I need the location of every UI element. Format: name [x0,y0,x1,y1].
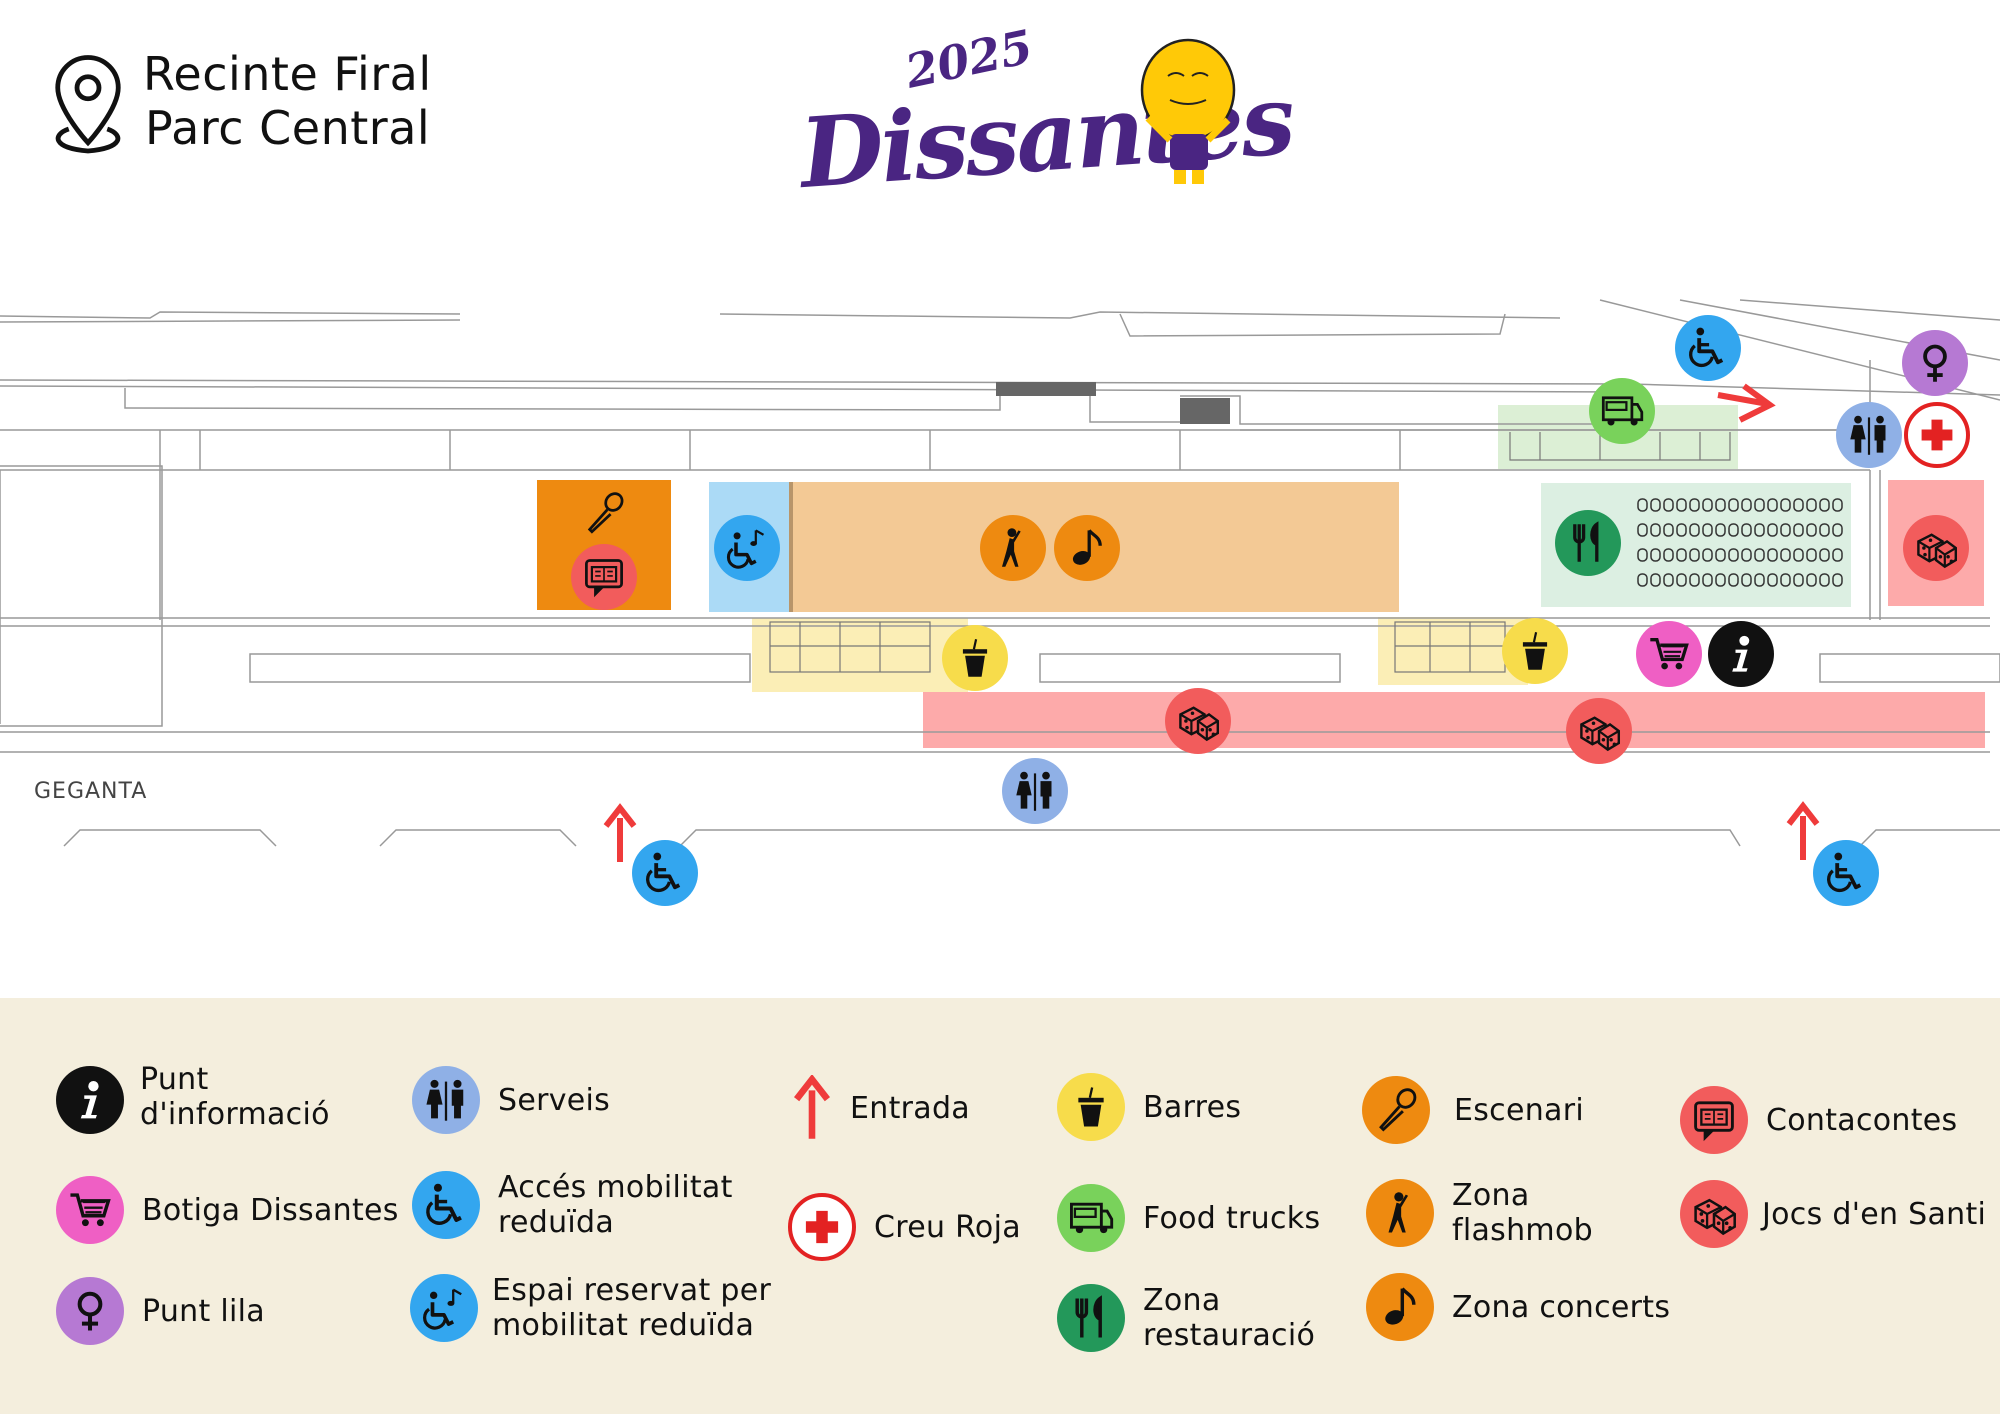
legend-stage: Escenari [1362,1076,1584,1144]
legend-label: Zona [1143,1283,1221,1318]
legend-label: Zona concerts [1452,1289,1671,1325]
legend-games: Jocs d'en Santi [1680,1180,1986,1248]
legend-purple-point: Punt lila [56,1277,265,1345]
legend-label: Serveis [498,1082,611,1118]
toilets-marker-top[interactable] [1836,402,1902,468]
red-cross-marker[interactable] [1904,402,1970,468]
female-icon [56,1277,124,1345]
legend-storytelling: Contacontes [1680,1086,1957,1154]
legend-label: d'informació [140,1097,330,1132]
food-truck-icon [1057,1184,1125,1252]
legend-concerts: Zona concerts [1366,1273,1670,1341]
storytelling-marker[interactable] [571,544,637,610]
dancer-icon [1366,1179,1434,1247]
toilets-icon [412,1066,480,1134]
wheelchair-icon [412,1171,480,1239]
legend-entrance: Entrada [790,1070,970,1146]
dice-icon [1680,1180,1748,1248]
accessible-entrance-marker-top[interactable] [1675,315,1741,381]
legend-label: Punt lila [142,1293,265,1329]
entrance-arrow-right [1789,806,1817,860]
legend-bars: Barres [1057,1073,1241,1141]
legend-food-trucks: Food trucks [1057,1184,1320,1252]
legend-label: Accés mobilitat [498,1170,733,1205]
legend-label: Botiga Dissantes [142,1192,399,1228]
legend-info-point: Punt d'informació [56,1062,330,1134]
legend-label: flashmob [1452,1213,1593,1248]
bar-marker-left[interactable] [942,625,1008,691]
legend-label: reduïda [498,1205,615,1240]
venue-name-line1: Recinte Firal [143,47,432,101]
legend-label: Contacontes [1766,1102,1958,1138]
stage-microphone-icon[interactable] [571,480,637,546]
concerts-marker[interactable] [1054,515,1120,581]
red-cross-icon [788,1193,856,1261]
bar-zone-left [752,618,968,692]
accessible-entrance-marker-right[interactable] [1813,840,1879,906]
entrance-arrow-top [1717,383,1776,423]
legend-restaurant-zone: Zona restauració [1057,1283,1315,1353]
legend-red-cross: Creu Roja [788,1193,1021,1261]
games-marker-right[interactable] [1903,515,1969,581]
info-icon [56,1066,124,1134]
street-label: GEGANTA [34,779,147,804]
legend-label: restauració [1143,1318,1316,1353]
storybook-icon [1680,1086,1748,1154]
legend-reserved-accessible: Espai reservat per mobilitat reduïda [410,1273,771,1343]
legend-shop: Botiga Dissantes [56,1176,399,1244]
games-marker-right-strip[interactable] [1566,698,1632,764]
legend-label: Creu Roja [874,1209,1021,1245]
accessible-entrance-marker-left[interactable] [632,840,698,906]
mascot-icon [1140,38,1236,184]
legend-label: Zona [1452,1178,1530,1213]
music-note-icon [1366,1273,1434,1341]
legend-label: Punt [140,1062,209,1097]
legend-flashmob: Zona flashmob [1366,1178,1593,1248]
legend-toilets: Serveis [412,1066,610,1134]
legend-label: Escenari [1454,1092,1585,1128]
games-marker-center[interactable] [1165,688,1231,754]
reserved-accessible-marker[interactable] [714,515,780,581]
bar-marker-right[interactable] [1502,618,1568,684]
legend-label: mobilitat reduïda [492,1308,755,1343]
info-point-marker[interactable] [1708,621,1774,687]
flashmob-marker[interactable] [980,515,1046,581]
legend-label: Espai reservat per [492,1273,772,1308]
drink-icon [1057,1073,1125,1141]
restaurant-marker[interactable] [1555,510,1621,576]
legend-label: Entrada [850,1090,970,1126]
toilets-marker-bottom[interactable] [1002,758,1068,824]
cart-icon [56,1176,124,1244]
cutlery-icon [1057,1284,1125,1352]
venue-floor-plan: GEGANTA [0,299,2000,1000]
legend-label: Jocs d'en Santi [1762,1196,1987,1232]
venue-name-line2: Parc Central [145,101,431,155]
map-legend: Punt d'informació Botiga Dissantes Punt … [0,998,2000,1414]
legend-accessible-access: Accés mobilitat reduïda [412,1170,733,1240]
entrance-arrow-left [606,808,634,862]
games-zone-strip [923,692,1985,748]
shop-marker[interactable] [1636,621,1702,687]
event-logo: 2025 Dissantes [797,19,1296,210]
legend-label: Food trucks [1143,1200,1321,1236]
food-truck-marker[interactable] [1589,378,1655,444]
legend-label: Barres [1143,1089,1242,1125]
purple-point-marker[interactable] [1902,330,1968,396]
wheelchair-music-icon [410,1274,478,1342]
microphone-icon [1362,1076,1430,1144]
arrow-up-icon [790,1070,834,1146]
